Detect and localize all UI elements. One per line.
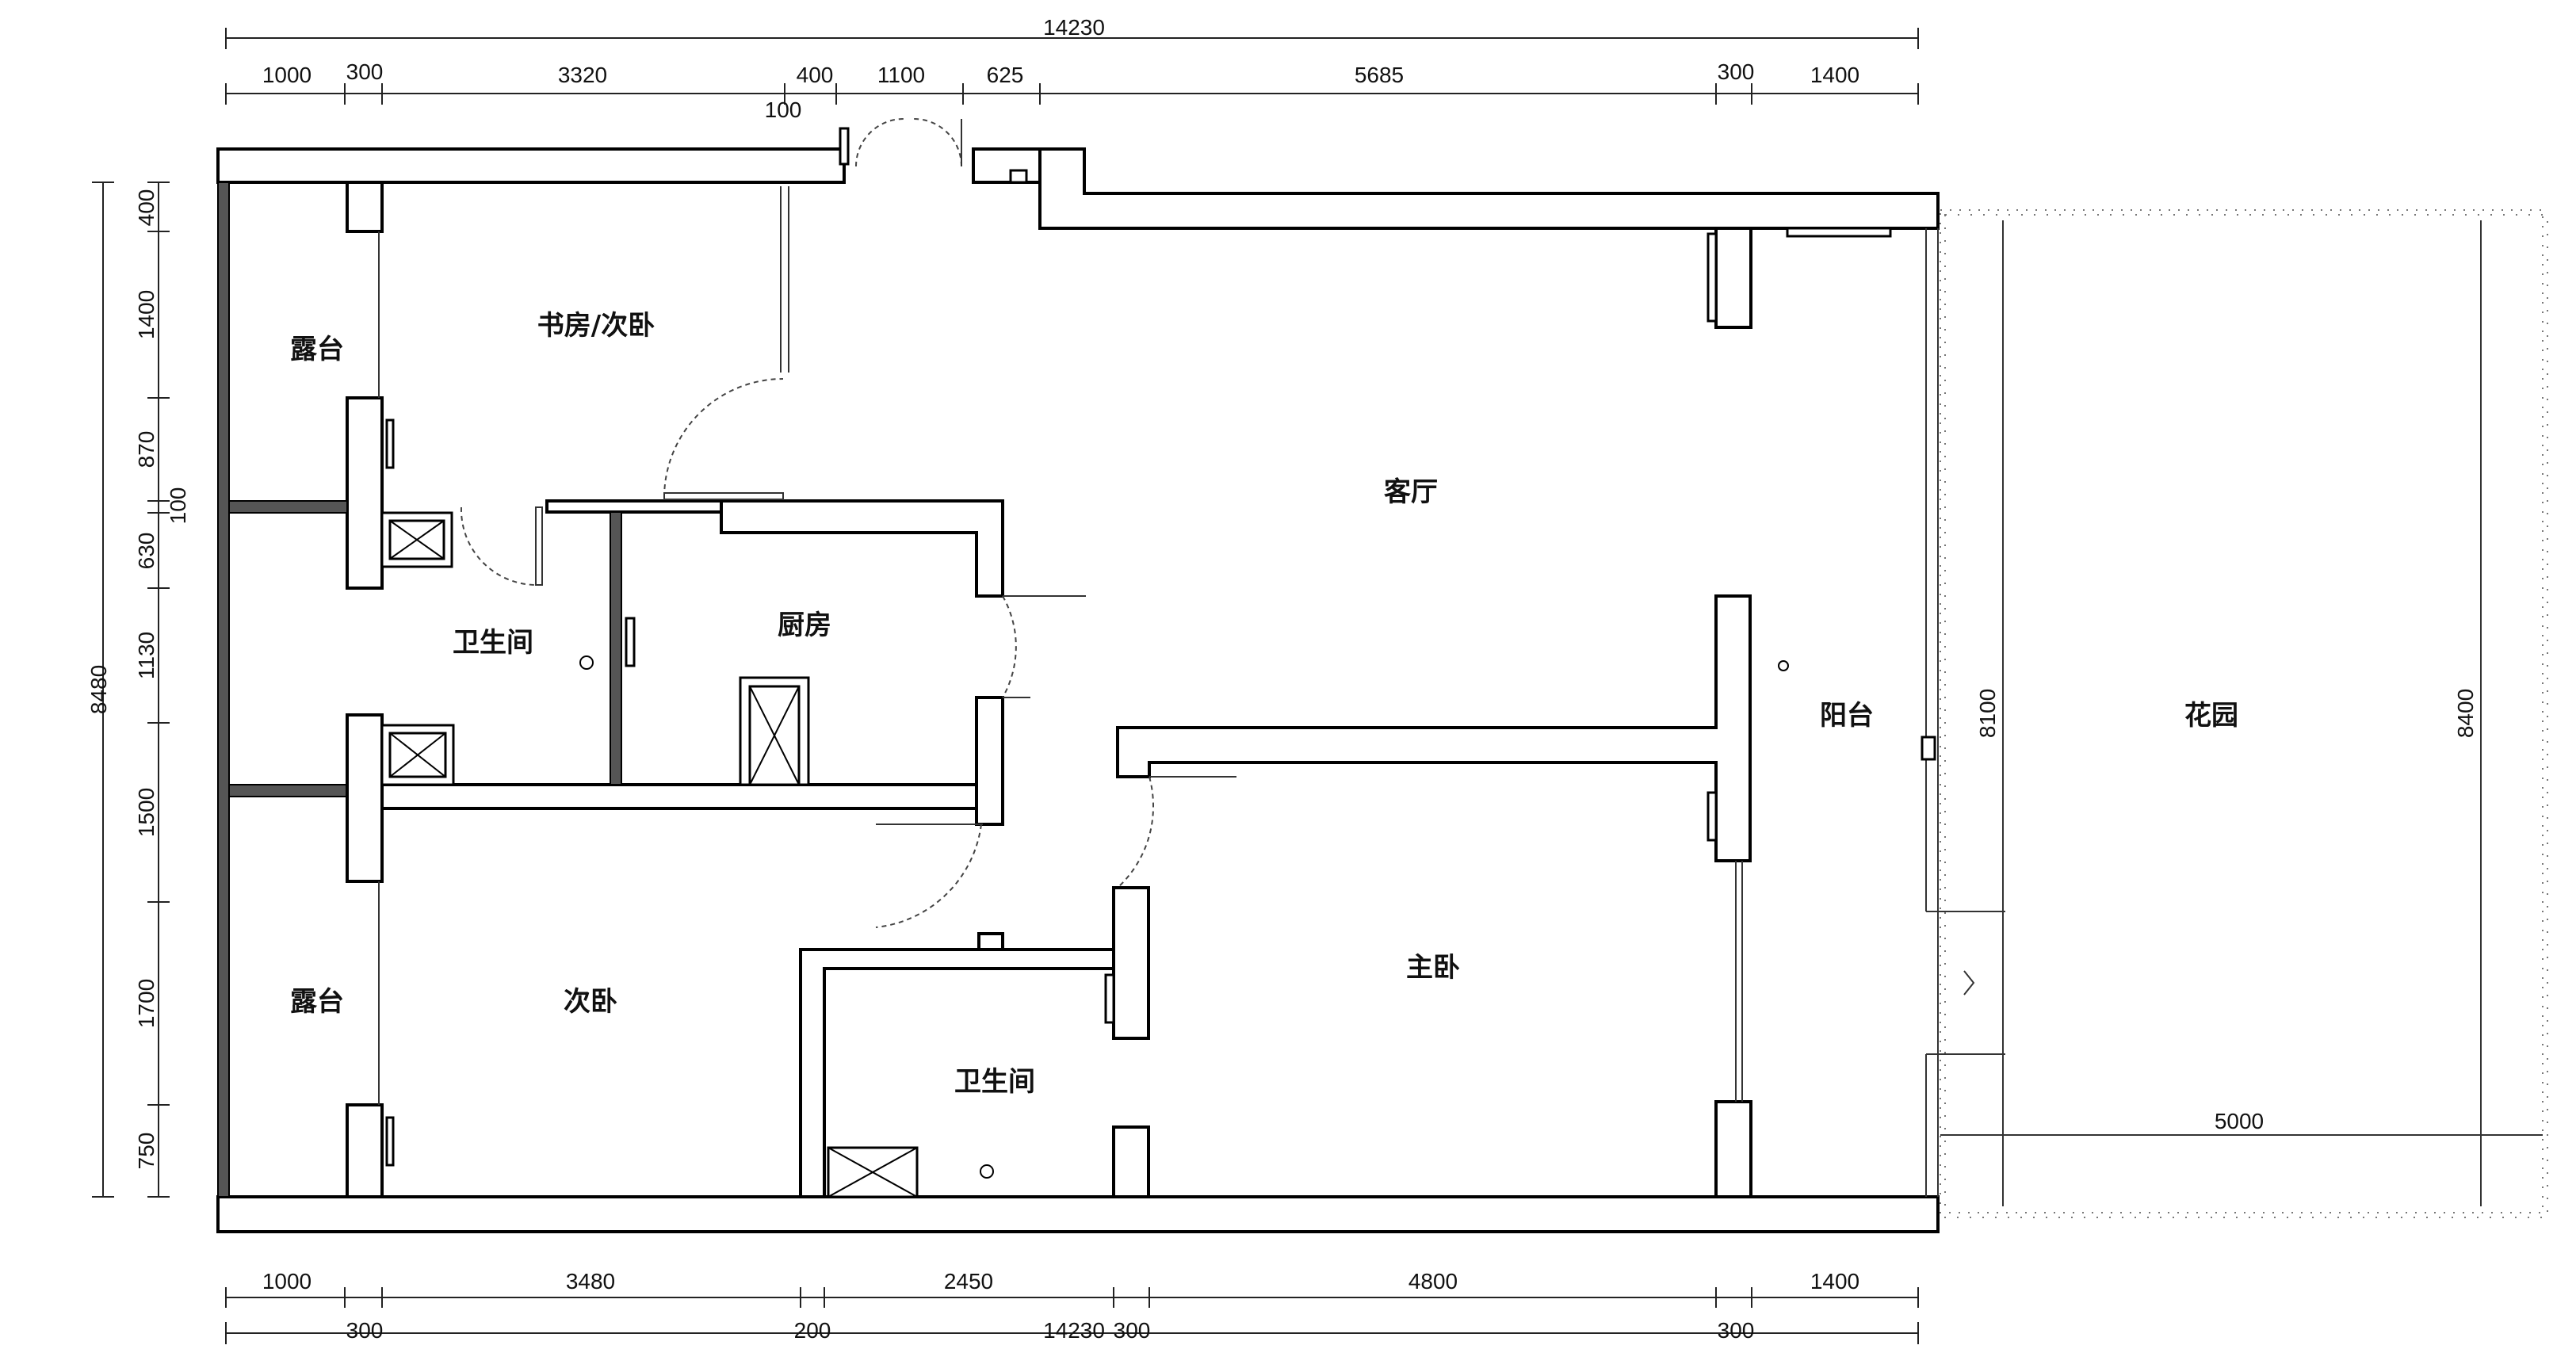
dim-top-seg-8: 300 [1718, 59, 1755, 84]
dim-bottom-row2-1: 300 [346, 1318, 384, 1343]
room-second-bedroom: 次卧 [564, 986, 617, 1018]
dim-left-seg-7: 1500 [134, 788, 159, 837]
interior-walls [228, 127, 1936, 1198]
dim-top-seg-1: 1000 [262, 63, 311, 87]
room-terrace-bottom: 露台 [290, 986, 344, 1018]
dim-bottom-row1-5: 1400 [1810, 1269, 1859, 1294]
dim-left-seg-8: 1700 [134, 979, 159, 1028]
shaft-bath-center [827, 1146, 919, 1198]
dim-left-total: 8480 [86, 665, 111, 714]
dim-top-total: 14230 [1043, 15, 1105, 40]
room-master-bedroom: 主卧 [1406, 952, 1460, 984]
dim-left-seg-9: 750 [134, 1133, 159, 1170]
fixtures [380, 511, 1789, 1198]
dim-top-seg-7: 5685 [1355, 63, 1404, 87]
room-kitchen: 厨房 [778, 610, 831, 641]
dim-bottom-row2-4: 300 [1114, 1318, 1151, 1343]
dim-bottom-row2-5: 300 [1718, 1318, 1755, 1343]
dim-left-seg-2: 1400 [134, 290, 159, 339]
shaft-bath-left [380, 511, 453, 568]
dim-top-seg-2: 300 [346, 59, 384, 84]
room-study: 书房/次卧 [537, 310, 655, 342]
dim-bottom-row1-1: 1000 [262, 1269, 311, 1294]
dim-bottom-row1-3: 2450 [944, 1269, 993, 1294]
dim-left-seg-4: 100 [166, 487, 190, 525]
floor-drain-balcony [1778, 660, 1789, 671]
doors [460, 118, 2005, 1055]
dim-top-small: 100 [765, 97, 802, 122]
dim-garden-height: 8400 [2453, 689, 2478, 738]
left-dimensions: 8480 400 1400 870 100 630 1130 1500 1700… [86, 182, 190, 1198]
exterior-walls [216, 147, 1940, 1233]
floor-drain-center [980, 1164, 994, 1179]
room-labels: 露台 书房/次卧 客厅 卫生间 厨房 阳台 花园 露台 次卧 主卧 卫生间 [290, 310, 2238, 1098]
dim-left-seg-6: 1130 [134, 632, 159, 679]
dim-garden-width: 5000 [2215, 1109, 2264, 1133]
dim-top-seg-5: 1100 [877, 63, 925, 87]
garden-area: 5000 8400 8100 [1940, 209, 2548, 1218]
top-dimensions: 14230 1000 300 3320 400 100 1100 625 568… [225, 15, 1919, 122]
room-bath-center: 卫生间 [954, 1066, 1035, 1098]
shaft-kitchen [739, 676, 810, 786]
dim-bottom-row2-3: 14230 [1043, 1318, 1105, 1343]
dim-bottom-row2-2: 200 [794, 1318, 831, 1343]
dim-top-seg-3: 3320 [558, 63, 607, 87]
room-balcony: 阳台 [1820, 700, 1874, 732]
dim-bottom-row1-2: 3480 [566, 1269, 615, 1294]
room-garden: 花园 [2184, 700, 2238, 732]
dim-left-seg-5: 630 [134, 533, 159, 570]
room-living: 客厅 [1384, 476, 1438, 508]
shaft-bath-left-lower [380, 724, 455, 786]
room-bath-left: 卫生间 [453, 627, 533, 659]
room-terrace-top: 露台 [290, 334, 344, 365]
dim-left-seg-1: 400 [134, 189, 159, 227]
dim-balcony-height: 8100 [1975, 689, 2000, 738]
dim-top-seg-9: 1400 [1810, 63, 1859, 87]
dim-left-seg-3: 870 [134, 431, 159, 468]
dim-bottom-row1-4: 4800 [1408, 1269, 1458, 1294]
bottom-dimensions: 1000 3480 2450 4800 1400 300 200 14230 3… [225, 1269, 1919, 1344]
dim-top-seg-4: 400 [797, 63, 834, 87]
dim-top-seg-6: 625 [987, 63, 1024, 87]
floor-drain-left [579, 655, 594, 670]
